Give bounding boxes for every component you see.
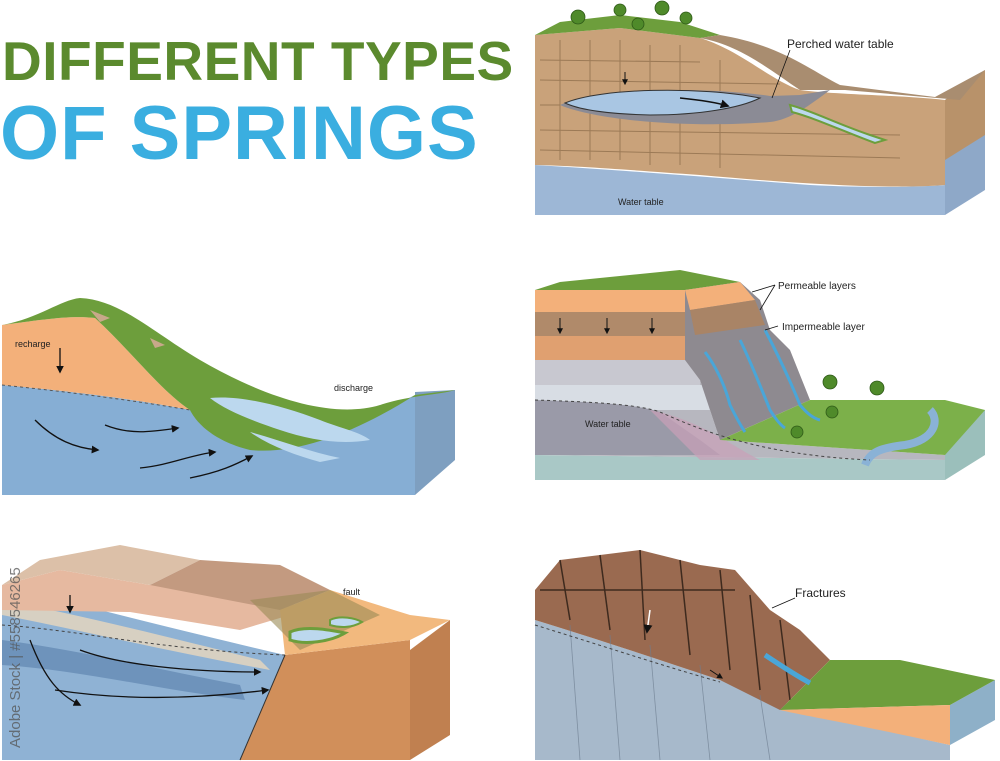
- block-side-face: [950, 680, 995, 745]
- panel-perched-spring: Perched water table Water table: [535, 0, 985, 215]
- label-impermeable-layer: Impermeable layer: [782, 322, 865, 333]
- recharge-zone: [2, 317, 190, 410]
- label-recharge: recharge: [15, 339, 51, 349]
- label-discharge: discharge: [334, 383, 373, 393]
- trees: [790, 374, 885, 439]
- spring-stream: [788, 103, 889, 145]
- grass-slope: [2, 298, 455, 451]
- permeable-layer-1: [535, 290, 685, 312]
- block-side-face: [410, 620, 450, 760]
- aquifer-right: [240, 640, 410, 760]
- impermeable-layer: [535, 312, 685, 336]
- label-perched-water-table: Perched water table: [787, 37, 894, 51]
- grass-plain: [780, 660, 995, 710]
- panel-fracture-spring: Fractures: [534, 549, 995, 761]
- block-side-face: [415, 390, 455, 495]
- title-line-2: OF SPRINGS: [0, 91, 479, 176]
- title-line-1: DIFFERENT TYPES: [2, 30, 514, 92]
- panel-fault-spring: fault: [1, 545, 450, 761]
- top-surface-left: [2, 545, 200, 585]
- water-table-layer: [535, 165, 945, 215]
- spring-streams: [703, 329, 821, 433]
- label-fractures: Fractures: [795, 586, 846, 600]
- grass-top: [535, 270, 740, 290]
- label-water-table-1: Water table: [618, 197, 664, 207]
- spring-stream: [763, 652, 812, 686]
- label-water-table-2: Water table: [585, 419, 631, 429]
- trees: [570, 0, 693, 31]
- label-permeable-layers: Permeable layers: [778, 281, 856, 292]
- label-fault: fault: [343, 587, 361, 597]
- panel-depression-spring: recharge discharge: [1, 298, 455, 495]
- panel-contact-spring: Permeable layers Impermeable layer Water…: [534, 270, 985, 480]
- stock-watermark: Adobe Stock | #558546265: [3, 520, 25, 750]
- groundwater-body: [2, 385, 415, 495]
- perched-water: [563, 89, 762, 116]
- watermark-text: Adobe Stock | #558546265: [7, 567, 24, 748]
